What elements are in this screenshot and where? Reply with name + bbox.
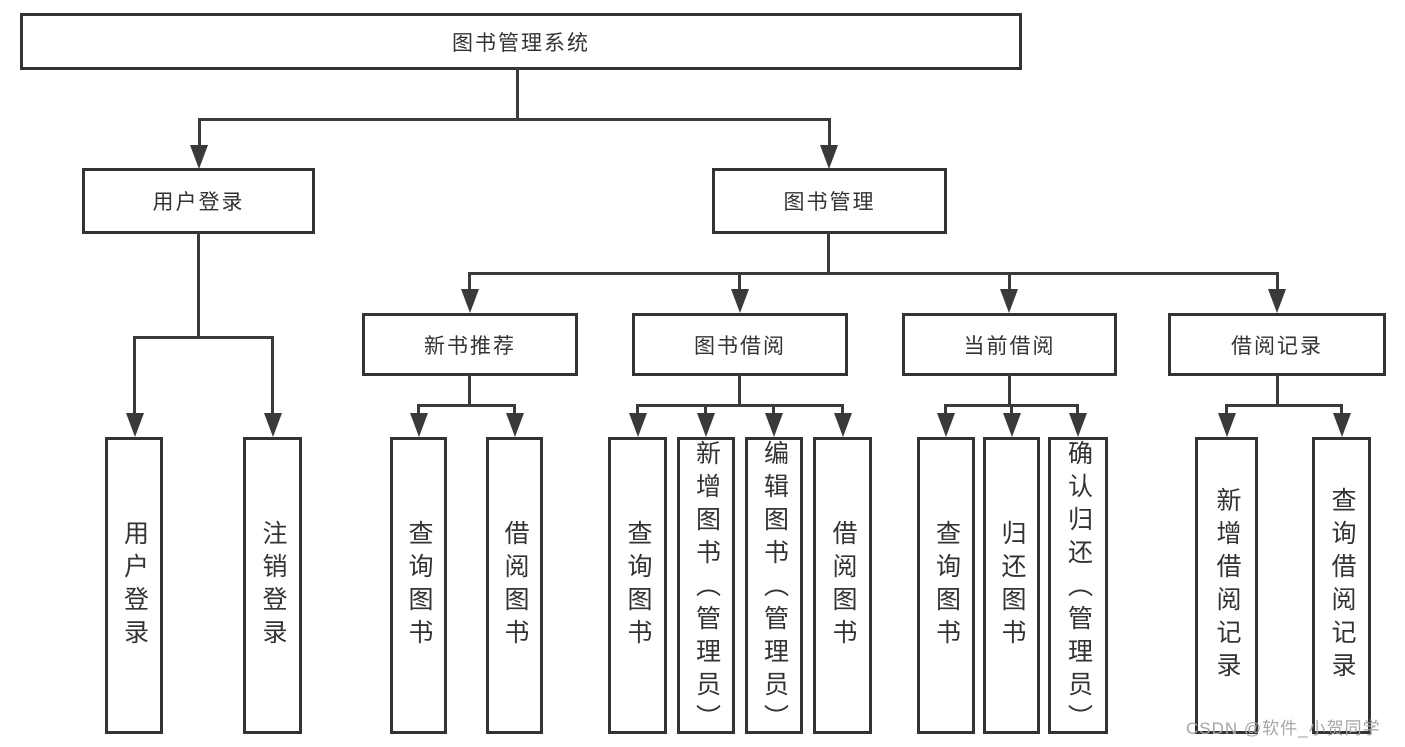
arrowhead-down bbox=[506, 413, 524, 437]
leaf-edit-books-admin: 编辑图书（管理员） bbox=[745, 437, 803, 737]
arrowhead-down bbox=[1000, 289, 1018, 313]
connector-rail-book-borrow bbox=[636, 404, 844, 407]
node-label: 归还图书 bbox=[998, 519, 1026, 652]
connector-rail-root bbox=[198, 118, 831, 121]
arrowhead-down bbox=[264, 413, 282, 437]
arrowhead-down bbox=[697, 413, 715, 437]
connector-drop bbox=[1008, 272, 1011, 290]
node-label: 新书推荐 bbox=[424, 334, 516, 358]
connector-stem-new-book-recommend bbox=[468, 374, 471, 406]
connector-stem-book-management bbox=[827, 232, 830, 274]
leaf-logout: 注销登录 bbox=[243, 437, 302, 734]
csdn-watermark: CSDN @软件_小贺同学 bbox=[1186, 719, 1381, 738]
connector-drop bbox=[513, 404, 516, 414]
connector-drop bbox=[417, 404, 420, 414]
leaf-add-borrow-record: 新增借阅记录 bbox=[1195, 437, 1258, 734]
connector-drop bbox=[271, 336, 274, 414]
connector-drop bbox=[841, 404, 844, 414]
leaf-query-books-current: 查询图书 bbox=[917, 437, 975, 734]
arrowhead-down bbox=[1003, 413, 1021, 437]
node-label: 查询图书 bbox=[405, 519, 433, 652]
connector-stem-root bbox=[516, 67, 519, 121]
arrowhead-down bbox=[834, 413, 852, 437]
node-label: 图书管理系统 bbox=[452, 31, 590, 55]
connector-stem-user-login bbox=[197, 232, 200, 338]
arrowhead-down bbox=[1218, 413, 1236, 437]
leaf-borrow-books: 借阅图书 bbox=[813, 437, 872, 734]
arrowhead-down bbox=[731, 289, 749, 313]
connector-drop bbox=[1276, 272, 1279, 290]
arrowhead-down bbox=[126, 413, 144, 437]
connector-rail-user-login bbox=[133, 336, 274, 339]
arrowhead-down bbox=[937, 413, 955, 437]
connector-drop bbox=[1010, 404, 1013, 414]
connector-drop bbox=[828, 118, 831, 147]
connector-drop bbox=[944, 404, 947, 414]
connector-stem-borrow-records bbox=[1276, 374, 1279, 406]
node-label: 图书借阅 bbox=[694, 334, 786, 358]
node-current-borrow: 当前借阅 bbox=[902, 313, 1117, 376]
node-label: 新增图书（管理员） bbox=[692, 440, 721, 737]
node-new-book-recommend: 新书推荐 bbox=[362, 313, 578, 376]
node-borrow-records: 借阅记录 bbox=[1168, 313, 1386, 376]
leaf-query-books-borrow: 查询图书 bbox=[608, 437, 667, 734]
leaf-return-books: 归还图书 bbox=[983, 437, 1040, 734]
node-label: 借阅记录 bbox=[1231, 334, 1323, 358]
arrowhead-down bbox=[820, 145, 838, 169]
connector-drop bbox=[1076, 404, 1079, 414]
node-label: 当前借阅 bbox=[963, 334, 1056, 358]
connector-stem-book-borrow bbox=[738, 374, 741, 406]
connector-drop bbox=[133, 336, 136, 414]
connector-drop bbox=[198, 118, 201, 147]
arrowhead-down bbox=[1333, 413, 1351, 437]
node-root-system: 图书管理系统 bbox=[20, 13, 1022, 70]
leaf-borrow-books-recommend: 借阅图书 bbox=[486, 437, 543, 734]
leaf-user-login: 用户登录 bbox=[105, 437, 163, 734]
node-book-management-group: 图书管理 bbox=[712, 168, 947, 234]
arrowhead-down bbox=[1268, 289, 1286, 313]
node-label: 新增借阅记录 bbox=[1213, 486, 1241, 685]
connector-drop bbox=[1340, 404, 1343, 414]
arrowhead-down bbox=[461, 289, 479, 313]
arrowhead-down bbox=[410, 413, 428, 437]
connector-drop bbox=[1225, 404, 1228, 414]
node-label: 用户登录 bbox=[120, 519, 149, 652]
connector-drop bbox=[636, 404, 639, 414]
node-user-login-group: 用户登录 bbox=[82, 168, 315, 234]
node-label: 编辑图书（管理员） bbox=[760, 440, 789, 737]
connector-drop bbox=[704, 404, 707, 414]
connector-rail-borrow-records bbox=[1225, 404, 1343, 407]
node-label: 注销登录 bbox=[259, 519, 287, 652]
connector-drop bbox=[738, 272, 741, 290]
node-book-borrow: 图书借阅 bbox=[632, 313, 848, 376]
node-label: 借阅图书 bbox=[829, 519, 857, 652]
connector-drop bbox=[772, 404, 775, 414]
leaf-confirm-return-admin: 确认归还（管理员） bbox=[1048, 437, 1108, 737]
arrowhead-down bbox=[190, 145, 208, 169]
node-label: 查询借阅记录 bbox=[1328, 486, 1356, 685]
connector-stem-current-borrow bbox=[1008, 374, 1011, 406]
node-label: 确认归还（管理员） bbox=[1064, 440, 1093, 737]
node-label: 用户登录 bbox=[152, 191, 245, 214]
arrowhead-down bbox=[1069, 413, 1087, 437]
connector-rail-new-book-recommend bbox=[417, 404, 516, 407]
node-label: 查询图书 bbox=[932, 519, 961, 652]
node-label: 图书管理 bbox=[783, 191, 876, 214]
arrowhead-down bbox=[765, 413, 783, 437]
leaf-add-books-admin: 新增图书（管理员） bbox=[677, 437, 735, 737]
node-label: 查询图书 bbox=[624, 519, 652, 652]
leaf-query-borrow-record: 查询借阅记录 bbox=[1312, 437, 1371, 734]
node-label: 借阅图书 bbox=[501, 519, 529, 652]
connector-rail-book-management bbox=[468, 272, 1279, 275]
arrowhead-down bbox=[629, 413, 647, 437]
leaf-query-books-recommend: 查询图书 bbox=[390, 437, 447, 734]
connector-drop bbox=[468, 272, 471, 290]
